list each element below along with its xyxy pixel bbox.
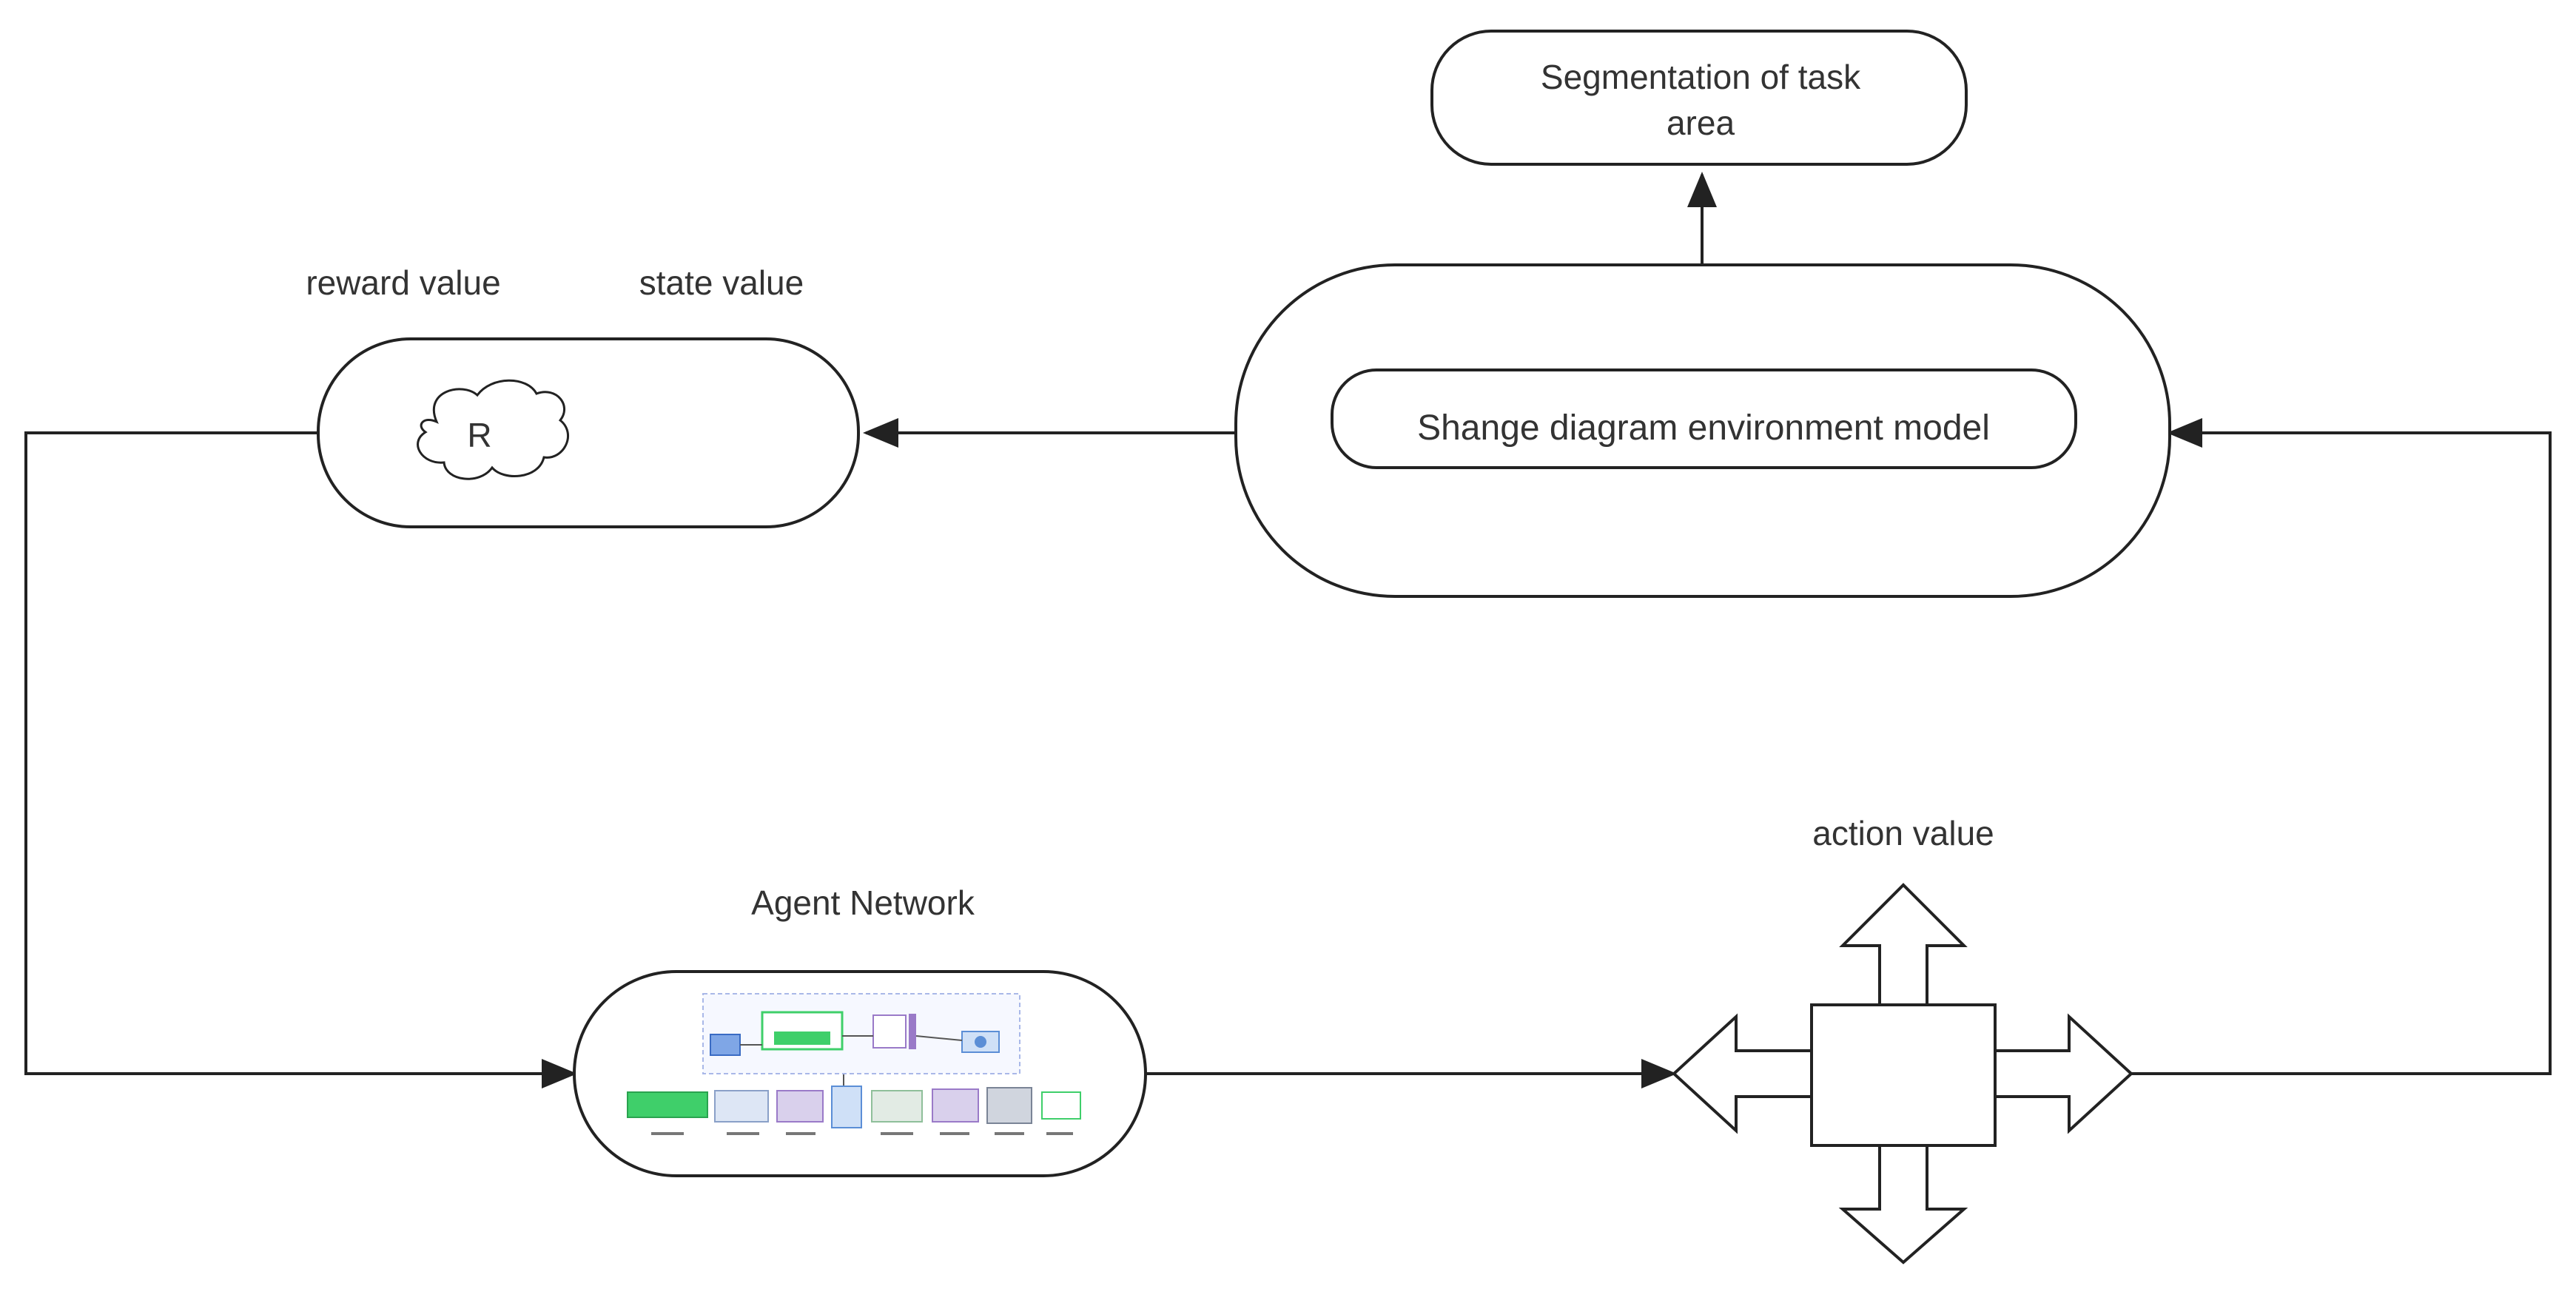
reward-state-box: R (317, 337, 860, 528)
action-four-way-arrow-icon (1672, 883, 2133, 1265)
agent-network-label: Agent Network (751, 884, 975, 922)
action-right-arrow-icon (1991, 1013, 2133, 1134)
reward-cloud-label: R (467, 416, 491, 454)
network-architecture-thumbnail (627, 993, 1081, 1135)
environment-model-inner (1331, 368, 2077, 469)
segmentation-label-line2: area (1667, 104, 1735, 142)
state-value-label: state value (639, 263, 804, 302)
environment-model: Shange diagram environment model (1234, 263, 2171, 598)
action-down-arrow-icon (1838, 1141, 1968, 1265)
action-up-arrow-icon (1839, 883, 1968, 1009)
action-left-arrow-icon (1672, 1013, 1816, 1134)
agent-network-box (573, 970, 1147, 1177)
reward-cloud-icon (417, 379, 569, 480)
arrow-reward-to-agent (24, 431, 577, 1088)
segmentation-label-line1: Segmentation of task (1541, 58, 1861, 96)
action-center-square (1810, 1003, 1997, 1147)
arrow-action-to-env (2131, 418, 2552, 1075)
environment-model-label: Shange diagram environment model (1417, 408, 1990, 448)
action-value-label: action value (1812, 814, 1994, 852)
segmentation-box: Segmentation of task area (1430, 30, 1968, 166)
reward-value-label: reward value (306, 263, 500, 302)
